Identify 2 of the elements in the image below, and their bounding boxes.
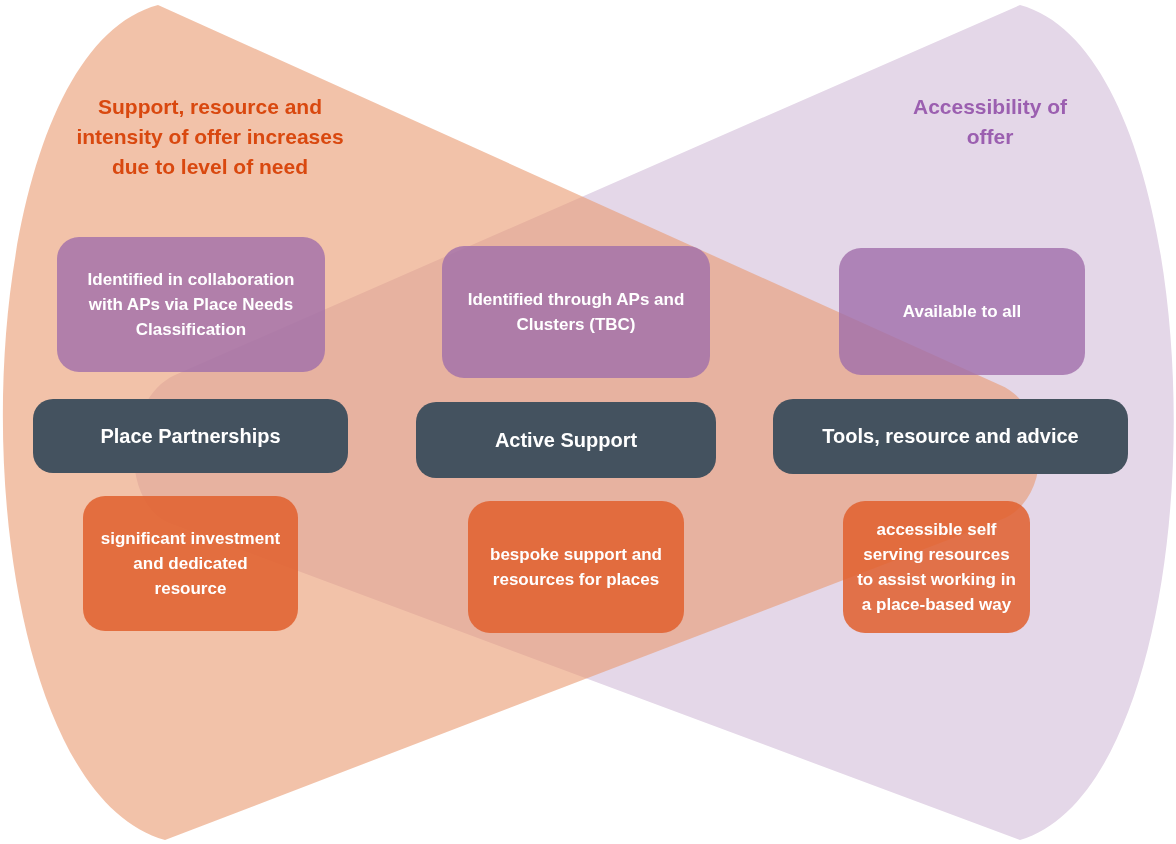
- heading: Support, resource and intensity of offer increases due to level of need: [75, 94, 345, 180]
- heading: Accessibility of offer: [911, 94, 1069, 150]
